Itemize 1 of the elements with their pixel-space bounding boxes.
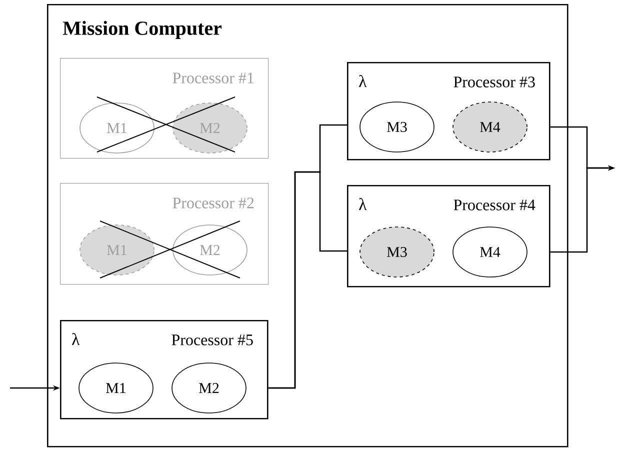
connector [268, 171, 347, 389]
